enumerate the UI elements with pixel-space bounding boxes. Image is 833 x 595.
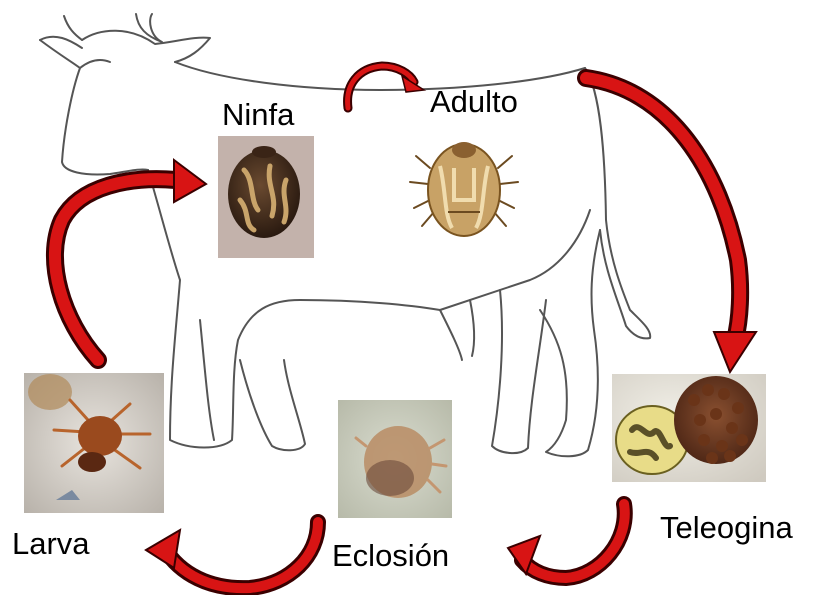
label-ninfa: Ninfa [222,99,294,130]
label-larva: Larva [12,528,90,559]
arrow-ninfa-to-adulto [348,66,424,108]
ninfa-photo [218,136,314,258]
arrow-adulto-to-teleogina [586,78,756,372]
label-teleogina: Teleogina [660,512,793,543]
teleogina-photo [612,374,766,482]
label-adulto: Adulto [430,86,518,117]
label-eclosion: Eclosión [332,540,449,571]
arrow-eclosion-to-larva [146,522,318,588]
eclosion-photo [338,400,452,518]
arrow-teleogina-to-eclosion [508,504,625,578]
arrow-larva-to-ninfa [55,160,206,360]
adulto-illustration [410,142,518,236]
larva-photo [24,373,164,513]
